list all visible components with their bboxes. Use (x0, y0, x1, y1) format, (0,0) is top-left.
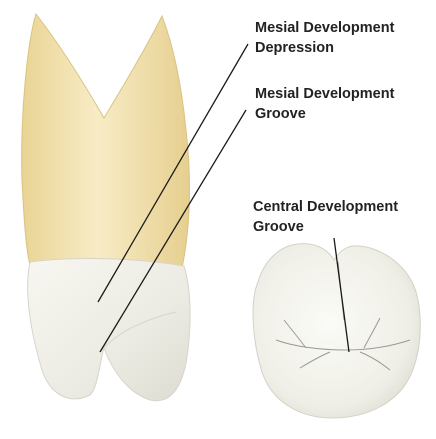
label-mesial-development-groove: Mesial Development Groove (255, 84, 394, 124)
tooth-root (22, 14, 190, 268)
label-mesial-development-depression: Mesial Development Depression (255, 18, 394, 58)
label-central-development-groove: Central Development Groove (253, 197, 398, 237)
label-line: Mesial Development (255, 18, 394, 38)
label-line: Depression (255, 38, 394, 58)
label-line: Central Development (253, 197, 398, 217)
label-line: Mesial Development (255, 84, 394, 104)
label-line: Groove (255, 104, 394, 124)
occlusal-crown (253, 244, 420, 418)
label-line: Groove (253, 217, 398, 237)
tooth-crown (28, 259, 190, 401)
